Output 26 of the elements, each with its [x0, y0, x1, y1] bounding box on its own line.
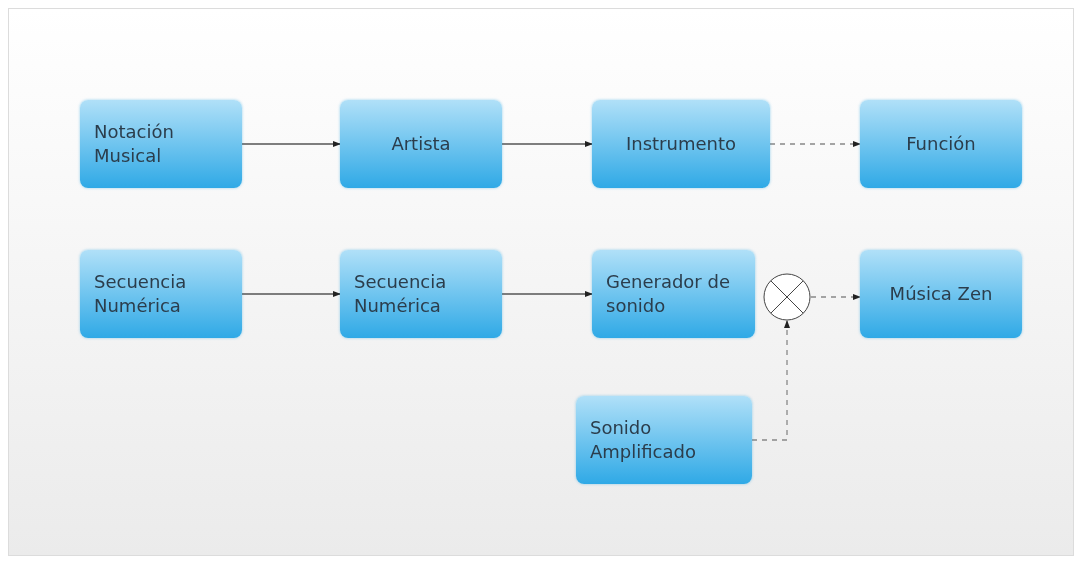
box-label: Función [906, 131, 976, 156]
arrow [751, 320, 790, 441]
box-label: Sonido Amplificado [590, 415, 697, 464]
process-box [340, 100, 502, 188]
box-label: Instrumento [625, 131, 737, 156]
process-box [80, 100, 242, 188]
box-label: Secuencia Numérica [354, 269, 448, 318]
box-label: Artista [391, 131, 451, 156]
process-box [340, 250, 502, 338]
process-box [860, 100, 1022, 188]
process-box [576, 396, 752, 484]
box-label: Notación Musical [94, 119, 175, 168]
arrow [810, 294, 861, 300]
process-box [80, 250, 242, 338]
multiplier-circle [763, 273, 811, 321]
box-label: Música Zen [889, 281, 993, 306]
box-label: Secuencia Numérica [94, 269, 188, 318]
arrow [769, 141, 861, 147]
process-box [592, 100, 770, 188]
arrow [501, 141, 593, 147]
box-label: Generador de sonido [606, 269, 731, 318]
arrow [501, 291, 593, 297]
arrow [241, 291, 341, 297]
process-box [592, 250, 755, 338]
process-box [860, 250, 1022, 338]
arrow [241, 141, 341, 147]
